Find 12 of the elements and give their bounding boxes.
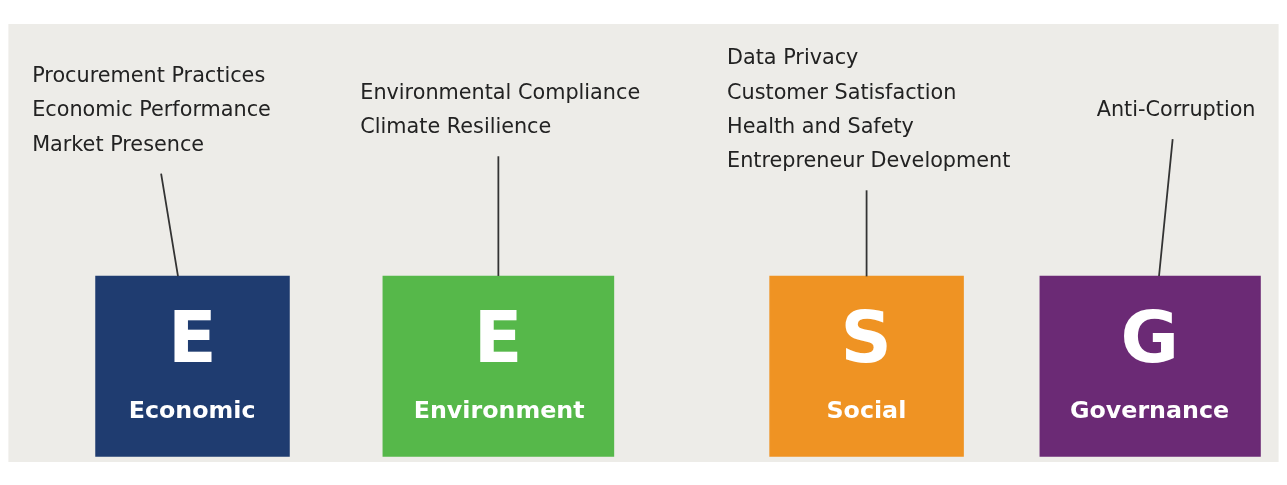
node-box: E Environment	[382, 275, 615, 457]
node-text: Environmental Compliance Climate Resilience	[360, 79, 641, 138]
connector	[160, 172, 179, 277]
connector	[1158, 137, 1174, 277]
node-box: E Economic	[95, 275, 290, 457]
node-text: Anti-Corruption	[1096, 96, 1256, 121]
node-text: Data Privacy Customer Satisfaction Health and Safety Entrepreneur Development	[727, 44, 1011, 172]
node-box: S Social	[769, 275, 964, 457]
node-text: Procurement Practices Economic Performance Market Presence	[32, 62, 271, 155]
node-box: G Governance	[1039, 275, 1261, 457]
connector	[865, 188, 868, 277]
connector	[497, 154, 500, 277]
